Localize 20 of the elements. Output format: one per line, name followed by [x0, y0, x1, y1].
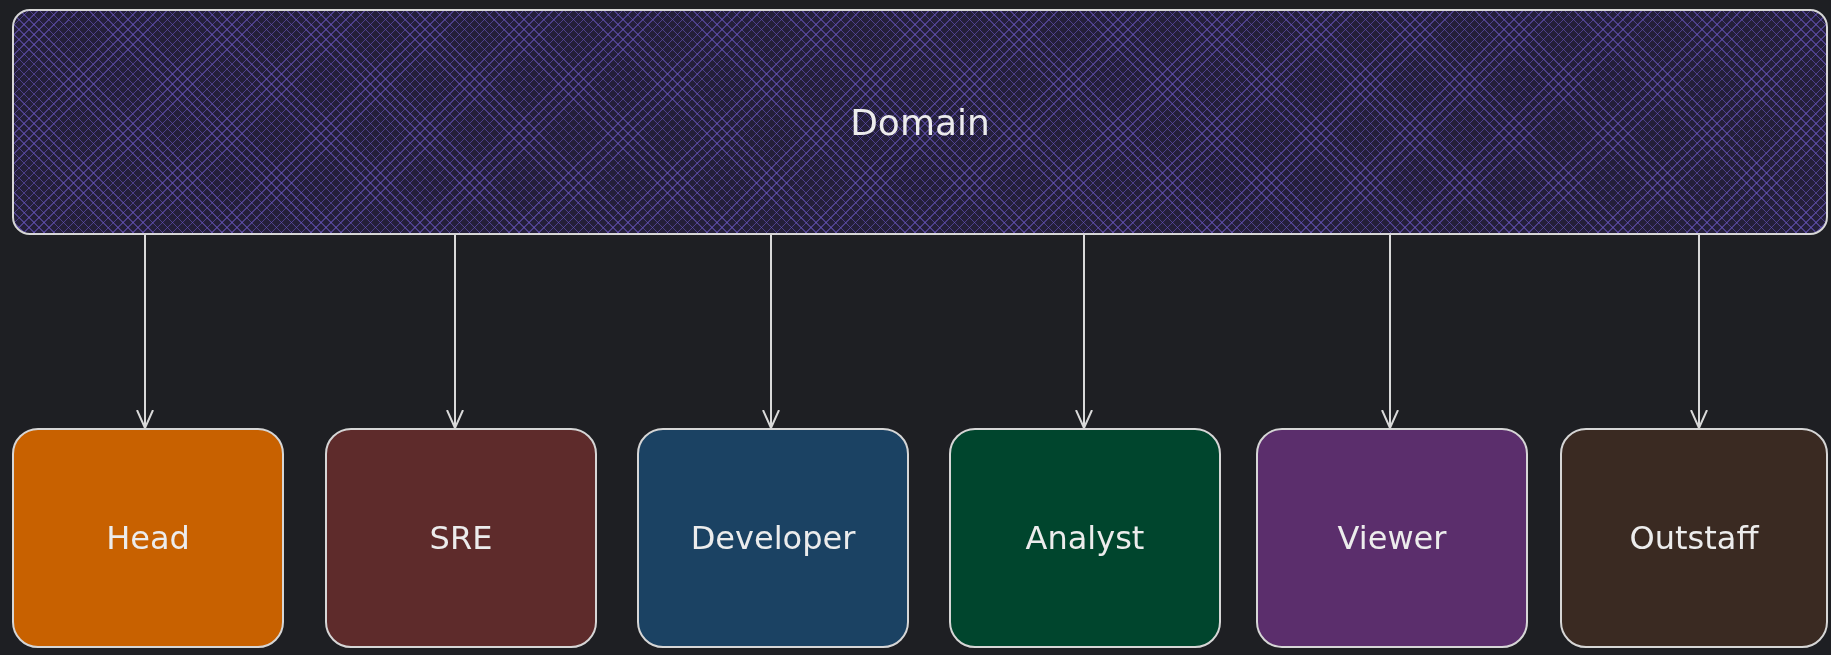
role-box	[12, 428, 284, 648]
node-label: Analyst	[1025, 519, 1145, 557]
domain-banner	[12, 9, 1828, 235]
node-label: Domain	[850, 101, 990, 143]
role-box	[1560, 428, 1828, 648]
role-box	[637, 428, 909, 648]
node-label: Outstaff	[1629, 519, 1759, 557]
arrow	[1075, 234, 1093, 429]
arrow	[762, 234, 780, 429]
role-box	[949, 428, 1221, 648]
arrow	[1381, 234, 1399, 429]
role-box	[1256, 428, 1528, 648]
arrow	[446, 234, 464, 429]
node-label: Developer	[690, 519, 856, 557]
node-label: Viewer	[1337, 519, 1447, 557]
node-label: Head	[106, 519, 190, 557]
arrow	[1690, 234, 1708, 429]
role-box	[325, 428, 597, 648]
node-label: SRE	[429, 519, 493, 557]
arrow	[136, 234, 154, 429]
